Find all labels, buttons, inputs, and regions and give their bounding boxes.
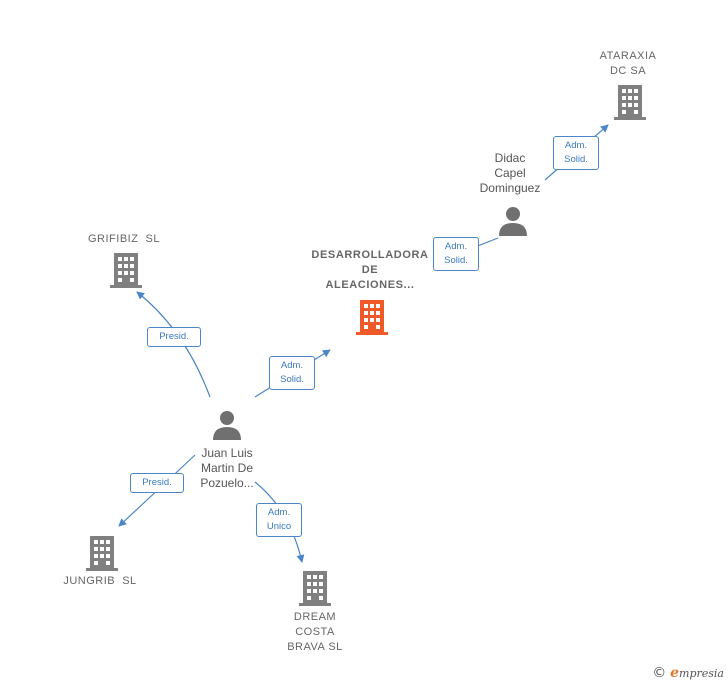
edge-label-juan-dream[interactable]: Adm. Unico: [256, 503, 302, 537]
edge-label-juan-grifibiz[interactable]: Presid.: [147, 327, 201, 347]
edge-label-juan-desarrolladora[interactable]: Adm. Solid.: [269, 356, 315, 390]
node-label-didac[interactable]: Didac Capel Dominguez: [479, 151, 541, 195]
building-icon-highlighted[interactable]: [356, 299, 388, 335]
edge-label-didac-desarrolladora[interactable]: Adm. Solid.: [433, 237, 479, 271]
node-label-juan[interactable]: Juan Luis Martin De Pozuelo...: [200, 446, 254, 490]
edge-label-didac-ataraxia[interactable]: Adm. Solid.: [553, 136, 599, 170]
person-icon[interactable]: [498, 206, 528, 236]
building-icon[interactable]: [110, 252, 142, 288]
person-icon[interactable]: [212, 410, 242, 440]
node-label-grifibiz[interactable]: GRIFIBIZ SL: [87, 233, 160, 245]
building-icon[interactable]: [86, 535, 118, 571]
brand-footer[interactable]: © empresia: [652, 665, 724, 681]
edge-label-juan-jungrib[interactable]: Presid.: [130, 473, 184, 493]
node-label-dream[interactable]: DREAM COSTA BRAVA SL: [287, 611, 343, 653]
building-icon[interactable]: [299, 570, 331, 606]
node-label-desarrolladora[interactable]: DESARROLLADORA DE ALEACIONES...: [311, 249, 429, 291]
brand-logo-e: e: [670, 665, 680, 681]
node-label-jungrib[interactable]: JUNGRIB SL: [63, 575, 137, 587]
brand-logo-text: mpresia: [679, 667, 724, 680]
node-label-ataraxia[interactable]: ATARAXIA DC SA: [599, 50, 657, 77]
copyright-icon: ©: [652, 665, 667, 681]
building-icon[interactable]: [614, 84, 646, 120]
